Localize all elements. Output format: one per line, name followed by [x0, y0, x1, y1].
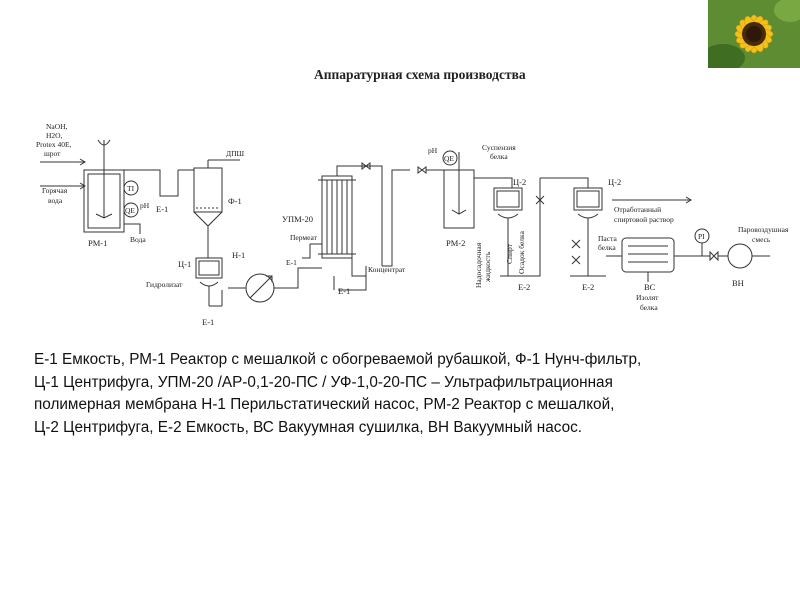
c2a-base [497, 213, 519, 219]
hot-water-label-2: вода [48, 196, 63, 205]
c2b-base [577, 213, 599, 219]
pump-to-upm-line [274, 267, 322, 289]
dpsh-line [207, 159, 240, 168]
vn-label: ВН [732, 278, 744, 288]
e2a-label: Е-2 [518, 282, 530, 292]
hydrolysate-label: Гидролизат [146, 280, 183, 289]
vapour-mix-label-2: смесь [752, 235, 771, 244]
e1-bottom-label: Е-1 [202, 317, 214, 327]
suspension-label-1: Суспензия [482, 143, 516, 152]
supernatant-label-1: Надосадочная [474, 242, 483, 288]
conc-to-rm2-line [382, 169, 410, 267]
suspension-label-2: белка [490, 152, 508, 161]
n1-pump-arrow [249, 275, 273, 299]
e1-perm-label: Е-1 [286, 258, 297, 267]
caption-line-1: Е-1 Емкость, РМ-1 Реактор с мешалкой с о… [34, 351, 642, 368]
inputs-label-1: NaOH, [46, 122, 68, 131]
spent-solvent-arrow [685, 196, 692, 204]
upm20-headers [318, 179, 356, 255]
pi-label: PI [698, 232, 705, 241]
c2b-label: Ц-2 [608, 177, 621, 187]
qe2-label: QE [444, 154, 454, 163]
concentrate-label: Концентрат [368, 265, 406, 274]
c2b-rotor [576, 190, 600, 208]
c1-body [195, 257, 223, 279]
qe2-sensor [442, 150, 458, 166]
permeate-label: Пермеат [290, 233, 318, 242]
f1-label: Ф-1 [228, 196, 242, 206]
spent-solvent-label-1: Отработанный [614, 205, 661, 214]
paste-label-1: Паста [598, 234, 617, 243]
caption-line-4: Ц-2 Центрифуга, Е-2 Емкость, ВС Вакуумна… [34, 418, 582, 436]
spent-solvent-label-2: спиртовой раствор [614, 215, 674, 224]
e1-top-pipe [124, 169, 179, 197]
n1-label: Н-1 [232, 250, 245, 260]
process-flow-diagram: Аппаратурная схема производства NaOH, H2… [36, 67, 789, 327]
rm2-inlet-valve [417, 166, 427, 174]
ti-sensor [123, 180, 139, 196]
c2b-outlet [570, 218, 606, 277]
c1-base [199, 281, 219, 287]
caption-line-2: Ц-1 Центрифуга, УПМ-20 /АР-0,1-20-ПС / У… [34, 373, 613, 391]
vn-vacuum-pump [727, 243, 753, 269]
dpsh-label: ДПШ [226, 149, 245, 158]
c1-label: Ц-1 [178, 259, 191, 269]
concentrate-tank [333, 258, 367, 291]
qe1-label: QE [125, 206, 135, 215]
f1-body [193, 167, 223, 213]
paste-label-2: белка [598, 243, 616, 252]
c2b-valves [571, 239, 581, 265]
suspension-line [474, 177, 513, 188]
f1-cone [193, 211, 223, 227]
inputs-label-4: шрот [44, 149, 61, 158]
supernatant-label-2: жидкость [483, 251, 492, 283]
sunflower-logo [701, 0, 800, 72]
upm20-recycle-line [336, 165, 383, 266]
isolate-label-2: белка [640, 303, 658, 312]
diagram-title: Аппаратурная схема производства [314, 67, 526, 82]
inputs-label-3: Protex 40E, [36, 140, 72, 149]
inputs-label-2: H2O, [46, 131, 63, 140]
rm2-stirrer [451, 152, 467, 215]
isolate-label-1: Изолят [636, 293, 659, 302]
upm20-valve [361, 162, 371, 170]
c1-rotor [198, 260, 220, 276]
c2a-outlets [500, 218, 541, 277]
sediment-label: Осадок белка [517, 230, 526, 274]
spirit-label: Спирт [505, 243, 514, 264]
c2a-body [493, 187, 523, 211]
rm1-motor [97, 139, 111, 146]
vn-inlet-valve [709, 250, 719, 262]
water-outlet-line [124, 223, 141, 234]
legend-caption: Е-1 Емкость, РМ-1 Реактор с мешалкой с о… [34, 349, 794, 439]
ti-label: TI [127, 184, 135, 193]
c2a-rotor [496, 190, 520, 208]
rm1-stirrer [95, 140, 113, 219]
ph2-label: pH [428, 146, 438, 155]
caption-line-3: полимерная мембрана Н-1 Перильстатически… [34, 396, 615, 413]
upm20-membranes [326, 180, 348, 254]
n1-pump-arrowhead [266, 275, 273, 282]
permeate-line [302, 243, 322, 259]
hydrolysate-line [208, 286, 223, 307]
rm1-label: РМ-1 [88, 238, 107, 248]
to-c2b-line [540, 177, 589, 188]
rm2-label: РМ-2 [446, 238, 465, 248]
ph1-label: pH [140, 201, 150, 210]
e1-conc-label: Е-1 [338, 286, 350, 296]
e2b-label: Е-2 [582, 282, 594, 292]
vs-dryer-trays [628, 245, 668, 263]
qe1-sensor [123, 202, 139, 218]
water-label: Вода [130, 235, 146, 244]
vs-dryer-body [621, 237, 675, 273]
hot-water-arrow [79, 182, 86, 190]
inputs-arrow [79, 158, 86, 166]
vapour-mix-label-1: Паровоздушная [738, 225, 789, 234]
vs-label: ВС [644, 282, 656, 292]
upm20-label: УПМ-20 [282, 214, 313, 224]
hot-water-label-1: Горячая [42, 186, 68, 195]
c2a-label: Ц-2 [513, 177, 526, 187]
e1-top-label: Е-1 [156, 204, 168, 214]
